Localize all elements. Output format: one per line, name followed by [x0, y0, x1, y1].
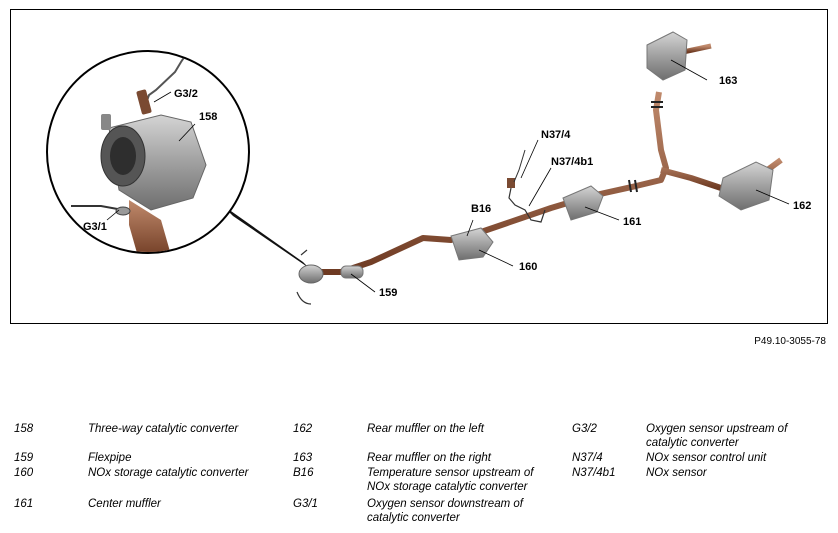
legend-code: N37/4b1 — [572, 467, 616, 479]
legend-desc: Flexpipe — [88, 452, 132, 464]
callout-160: 160 — [519, 261, 537, 273]
exhaust-pipe-run — [311, 43, 783, 275]
legend-desc: Temperature sensor upstream of NOx stora… — [367, 467, 534, 493]
exhaust-system-diagram: G3/2 158 G3/1 N37/4 N37/4b1 B16 159 160 … — [10, 9, 828, 324]
legend-code: G3/1 — [293, 498, 318, 510]
legend-desc: Oxygen sensor downstream of catalytic co… — [367, 498, 523, 524]
legend-desc: Rear muffler on the left — [367, 423, 484, 435]
oxygen-sensor-downstream — [71, 205, 124, 211]
legend-desc: Center muffler — [88, 498, 161, 510]
callout-163: 163 — [719, 75, 737, 87]
legend-code: 163 — [293, 452, 313, 464]
legend-desc: NOx sensor control unit — [646, 452, 767, 464]
legend-desc: Oxygen sensor upstream of catalytic conv… — [646, 423, 788, 449]
callout-n37-4b1: N37/4b1 — [551, 156, 593, 168]
legend-code: 162 — [293, 423, 313, 435]
callout-n37-4: N37/4 — [541, 129, 571, 141]
legend: 158 Three-way catalytic converter 159 Fl… — [0, 420, 838, 533]
callout-g3-2: G3/2 — [174, 88, 198, 100]
callout-161: 161 — [623, 216, 641, 228]
pipe-section — [129, 200, 171, 252]
callout-158: 158 — [199, 111, 217, 123]
flexpipe — [340, 265, 364, 279]
rear-muffler-right — [646, 31, 688, 81]
magnified-detail-circle — [46, 50, 250, 254]
center-muffler — [562, 185, 604, 221]
mount-bracket — [101, 114, 111, 130]
legend-code: 158 — [14, 423, 34, 435]
legend-desc: NOx sensor — [646, 467, 707, 479]
callout-b16: B16 — [471, 203, 491, 215]
nox-sensor-wiring — [507, 149, 546, 223]
magnifier-pointer — [221, 204, 309, 268]
callout-g3-1: G3/1 — [83, 221, 107, 233]
rear-muffler-left — [718, 161, 774, 211]
legend-code: N37/4 — [572, 452, 603, 464]
figure-id: P49.10-3055-78 — [754, 336, 826, 347]
three-way-catalytic-converter-small — [296, 249, 324, 305]
legend-code: B16 — [293, 467, 314, 479]
leader-lines — [350, 59, 790, 293]
legend-desc: NOx storage catalytic converter — [88, 467, 249, 479]
legend-code: 160 — [14, 467, 34, 479]
legend-desc: Three-way catalytic converter — [88, 423, 239, 435]
callout-162: 162 — [793, 200, 811, 212]
legend-desc: Rear muffler on the right — [367, 452, 492, 464]
legend-code: 161 — [14, 498, 34, 510]
legend-code: 159 — [14, 452, 34, 464]
legend-code: G3/2 — [572, 423, 597, 435]
callout-159: 159 — [379, 287, 397, 299]
